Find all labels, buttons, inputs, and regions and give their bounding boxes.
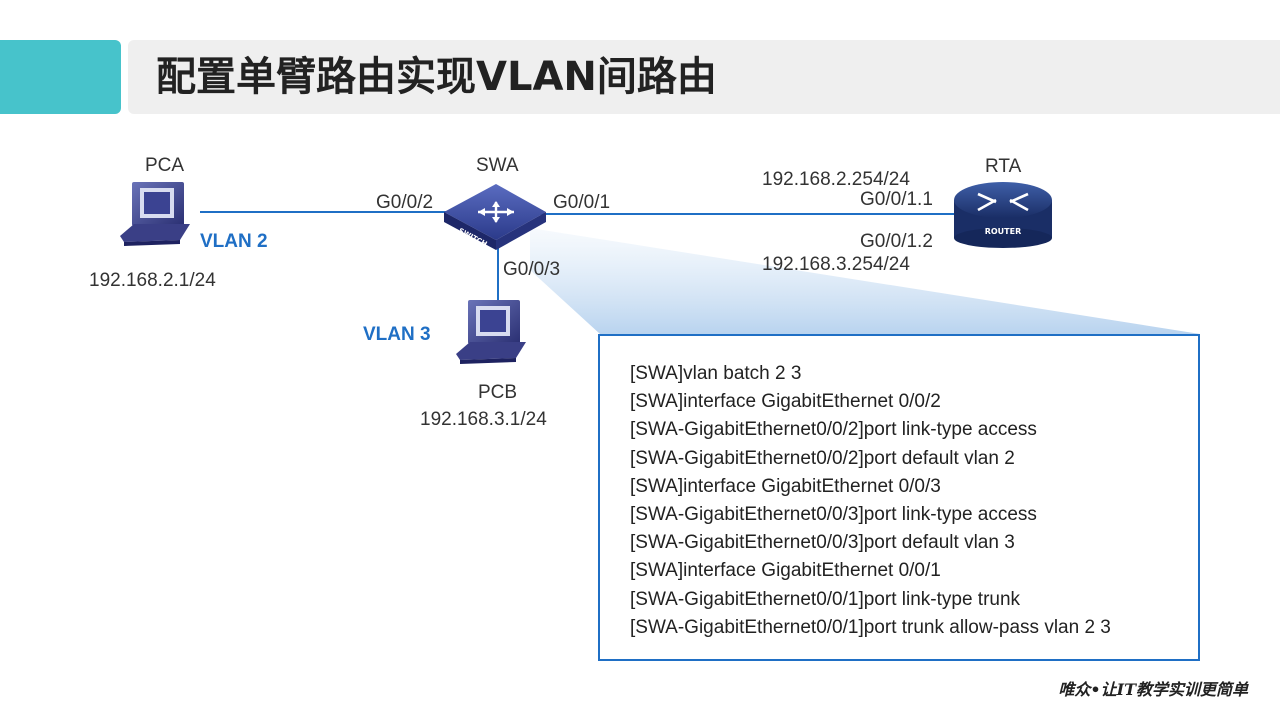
desktop-computer-icon: [120, 182, 190, 246]
title-bar: 配置单臂路由实现VLAN间路由: [0, 40, 1280, 114]
title-accent: [0, 40, 121, 114]
callout-zoom: [530, 228, 1200, 334]
config-line: [SWA]interface GigabitEthernet 0/0/3: [630, 475, 941, 497]
rta-name: RTA: [985, 156, 1022, 177]
config-line: [SWA-GigabitEthernet0/0/1]port trunk all…: [630, 616, 1111, 638]
swa-name: SWA: [476, 155, 519, 176]
config-box: [SWA]vlan batch 2 3 [SWA]interface Gigab…: [598, 334, 1200, 661]
config-line: [SWA-GigabitEthernet0/0/2]port link-type…: [630, 419, 1037, 441]
rta-sub2-ip: 192.168.3.254/24: [762, 254, 910, 275]
pca-name: PCA: [145, 155, 185, 176]
title-panel: [128, 40, 1280, 114]
swa-port-g001: G0/0/1: [553, 192, 611, 213]
rta-sub1-ip: 192.168.2.254/24: [762, 169, 910, 190]
config-line: [SWA-GigabitEthernet0/0/1]port link-type…: [630, 588, 1021, 610]
config-line: [SWA]interface GigabitEthernet 0/0/1: [630, 560, 941, 582]
config-line: [SWA-GigabitEthernet0/0/2]port default v…: [630, 447, 1015, 469]
config-line: [SWA-GigabitEthernet0/0/3]port default v…: [630, 532, 1015, 554]
pca-ip: 192.168.2.1/24: [89, 270, 216, 291]
pcb-ip: 192.168.3.1/24: [420, 409, 547, 430]
page-title: 配置单臂路由实现VLAN间路由: [156, 54, 717, 100]
router-icon-text: ROUTER: [985, 227, 1022, 236]
config-line: [SWA-GigabitEthernet0/0/3]port link-type…: [630, 503, 1037, 525]
switch-icon: SWITCH: [444, 184, 546, 250]
rta-sub2-port: G0/0/1.2: [860, 231, 933, 252]
config-line: [SWA]interface GigabitEthernet 0/0/2: [630, 391, 941, 413]
config-line: [SWA]vlan batch 2 3: [630, 363, 802, 384]
rta-sub1-port: G0/0/1.1: [860, 189, 933, 210]
pcb-vlan-label: VLAN 3: [363, 324, 431, 345]
desktop-computer-icon: [456, 300, 526, 364]
pcb-name: PCB: [478, 382, 518, 403]
config-lines: [SWA]vlan batch 2 3 [SWA]interface Gigab…: [630, 360, 1111, 642]
router-icon: ROUTER: [954, 182, 1052, 248]
footer-slogan: 唯众•让IT教学实训更简单: [1058, 680, 1248, 699]
swa-port-g002: G0/0/2: [376, 192, 434, 213]
swa-port-g003: G0/0/3: [503, 259, 561, 280]
pca-vlan-label: VLAN 2: [200, 231, 268, 252]
